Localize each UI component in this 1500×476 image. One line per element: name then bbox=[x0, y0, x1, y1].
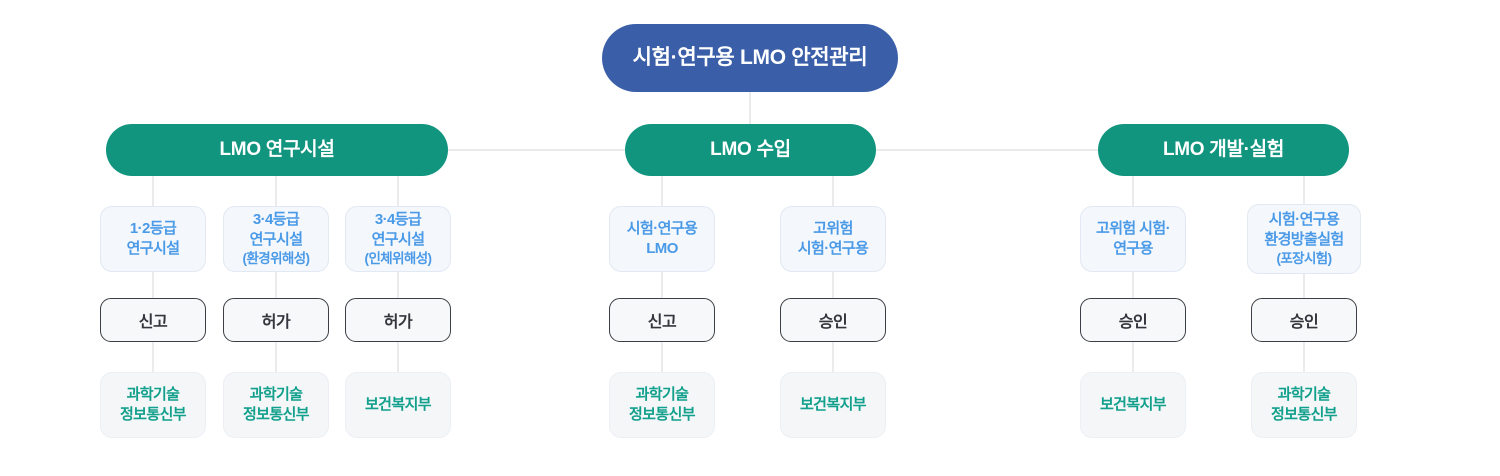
action-box-b2c1[interactable]: 신고 bbox=[609, 298, 715, 342]
subject-box-b1c3-note: (인체위해성) bbox=[364, 250, 433, 266]
action-box-b1c2[interactable]: 허가 bbox=[223, 298, 329, 342]
subject-box-b1c1[interactable]: 1·2등급 연구시설 bbox=[100, 206, 206, 272]
ministry-box-b2c1[interactable]: 과학기술 정보통신부 bbox=[609, 372, 715, 438]
subject-box-b2c1-label: 시험·연구용 LMO bbox=[626, 220, 698, 257]
action-box-b1c1[interactable]: 신고 bbox=[100, 298, 206, 342]
subject-box-b1c2-note: (환경위해성) bbox=[242, 250, 311, 266]
subject-box-b2c1[interactable]: 시험·연구용 LMO bbox=[609, 206, 715, 272]
action-box-b3c2[interactable]: 승인 bbox=[1251, 298, 1357, 342]
ministry-box-b3c2[interactable]: 과학기술 정보통신부 bbox=[1251, 372, 1357, 438]
category-node-development-experiment[interactable]: LMO 개발·실험 bbox=[1098, 124, 1349, 176]
root-node[interactable]: 시험·연구용 LMO 안전관리 bbox=[602, 24, 898, 92]
ministry-box-b1c3[interactable]: 보건복지부 bbox=[345, 372, 451, 438]
subject-box-b3c1[interactable]: 고위험 시험· 연구용 bbox=[1080, 206, 1186, 272]
subject-box-b2c2[interactable]: 고위험 시험·연구용 bbox=[780, 206, 886, 272]
subject-box-b3c1-label: 고위험 시험· 연구용 bbox=[1096, 220, 1171, 257]
ministry-box-b1c2[interactable]: 과학기술 정보통신부 bbox=[223, 372, 329, 438]
action-box-b2c2[interactable]: 승인 bbox=[780, 298, 886, 342]
subject-box-b2c2-label: 고위험 시험·연구용 bbox=[797, 220, 869, 257]
subject-box-b1c3[interactable]: 3·4등급 연구시설 (인체위해성) bbox=[345, 206, 451, 272]
ministry-box-b1c1[interactable]: 과학기술 정보통신부 bbox=[100, 372, 206, 438]
subject-box-b1c1-label: 1·2등급 연구시설 bbox=[126, 220, 180, 257]
subject-box-b3c2-label: 시험·연구용 환경방출실험 bbox=[1264, 211, 1344, 249]
subject-box-b3c2[interactable]: 시험·연구용 환경방출실험 (포장시험) bbox=[1247, 204, 1361, 274]
category-node-research-facility[interactable]: LMO 연구시설 bbox=[106, 124, 448, 176]
category-node-import[interactable]: LMO 수입 bbox=[625, 124, 876, 176]
subject-box-b1c2[interactable]: 3·4등급 연구시설 (환경위해성) bbox=[223, 206, 329, 272]
ministry-box-b3c1[interactable]: 보건복지부 bbox=[1080, 372, 1186, 438]
subject-box-b3c2-note: (포장시험) bbox=[1276, 250, 1332, 266]
subject-box-b1c2-label: 3·4등급 연구시설 bbox=[249, 211, 303, 249]
action-box-b3c1[interactable]: 승인 bbox=[1080, 298, 1186, 342]
ministry-box-b2c2[interactable]: 보건복지부 bbox=[780, 372, 886, 438]
action-box-b1c3[interactable]: 허가 bbox=[345, 298, 451, 342]
subject-box-b1c3-label: 3·4등급 연구시설 bbox=[371, 211, 425, 249]
